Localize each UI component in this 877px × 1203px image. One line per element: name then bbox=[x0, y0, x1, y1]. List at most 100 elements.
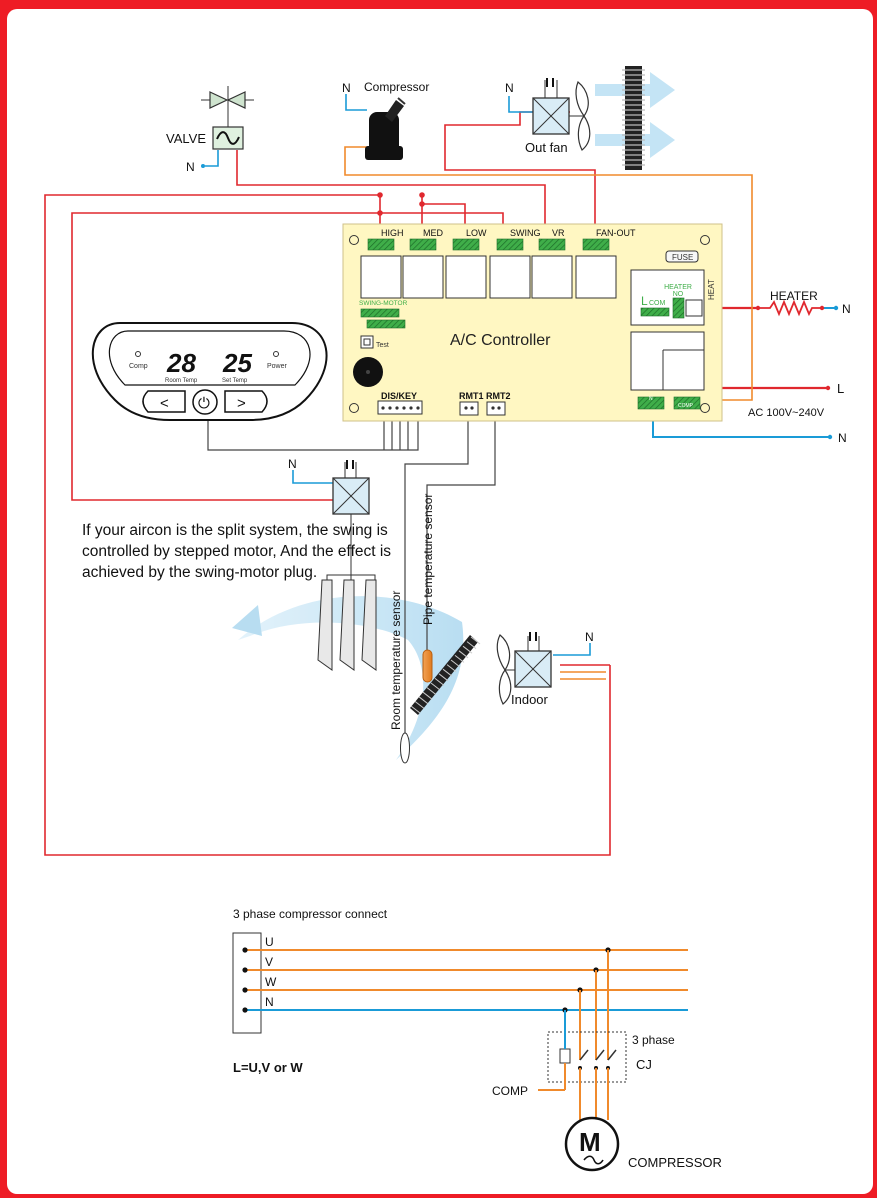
display-cable bbox=[207, 410, 419, 451]
relay-low bbox=[445, 255, 487, 299]
terminal-med bbox=[409, 238, 437, 251]
terminal-label-med: MED bbox=[423, 228, 444, 238]
svg-text:COM: COM bbox=[649, 300, 666, 307]
fuse bbox=[665, 250, 699, 263]
pipe-temperature-sensor: Pipe temperature sensor bbox=[421, 494, 435, 683]
relay-high bbox=[360, 255, 402, 299]
left-button[interactable] bbox=[142, 390, 186, 413]
indoor-label: Indoor bbox=[511, 692, 549, 707]
compressor-motor-label: COMPRESSOR bbox=[628, 1155, 722, 1170]
compressor-n-label: N bbox=[342, 81, 351, 95]
l-com-label: L bbox=[641, 294, 648, 308]
three-phase-title: 3 phase compressor connect bbox=[233, 907, 388, 921]
airflow-swirl bbox=[232, 596, 464, 760]
heater-n-label: N bbox=[842, 302, 851, 316]
terminal-label-swing: SWING bbox=[510, 228, 541, 238]
n-label: N bbox=[838, 431, 847, 445]
indoor-n-label: N bbox=[585, 630, 594, 644]
red-wire-indoor-loop bbox=[44, 194, 611, 856]
set-temp-label: Set Temp bbox=[222, 378, 248, 384]
dis-key-label: DIS/KEY bbox=[381, 391, 417, 401]
room-temp-value: 28 bbox=[166, 348, 196, 378]
terminal-vr bbox=[538, 238, 566, 251]
display-panel: Comp 28 Room Temp 25 Set Temp Power < ⏻ … bbox=[91, 322, 328, 421]
n-terminal-label: N bbox=[649, 396, 653, 402]
heater-no-label: HEATER bbox=[664, 284, 692, 291]
right-button[interactable] bbox=[224, 390, 268, 413]
swing-motor: N bbox=[288, 457, 377, 671]
terminal-low bbox=[452, 238, 480, 251]
ac-range-label: AC 100V~240V bbox=[748, 407, 825, 419]
blue-wire-comp-n bbox=[345, 94, 367, 111]
blue-wire-outfan-n bbox=[508, 96, 533, 113]
phase-label-w: W bbox=[265, 975, 277, 989]
set-temp-value: 25 bbox=[222, 348, 252, 378]
blue-wire-indoor-n bbox=[553, 643, 591, 656]
relay-fan-out bbox=[575, 255, 617, 299]
phase-label-v: V bbox=[265, 955, 273, 969]
relay-vr bbox=[531, 255, 573, 299]
test-label: Test bbox=[376, 342, 389, 349]
comp-label: COMP bbox=[492, 1084, 528, 1098]
fuse-label: FUSE bbox=[672, 253, 693, 262]
room-temperature-sensor: Room temperature sensor bbox=[389, 591, 410, 764]
outfan-label: Out fan bbox=[525, 140, 568, 155]
terminal-high bbox=[367, 238, 395, 251]
comp-indicator-label: Comp bbox=[129, 363, 148, 370]
valve: VALVE N bbox=[166, 86, 254, 174]
heat-label: HEAT bbox=[707, 279, 716, 300]
heater-element: HEATER N bbox=[755, 289, 851, 317]
room-temp-label: Room Temp bbox=[165, 378, 198, 384]
terminal-label-low: LOW bbox=[466, 228, 487, 238]
junction-dots bbox=[377, 192, 425, 216]
terminal-label-high: HIGH bbox=[381, 228, 404, 238]
svg-text:NO: NO bbox=[673, 291, 684, 298]
phase-label-n: N bbox=[265, 995, 274, 1009]
rmt1-label: RMT1 bbox=[459, 391, 484, 401]
orange-wire-comp bbox=[344, 146, 753, 401]
compressor-unit: N Compressor bbox=[342, 80, 429, 160]
rmt2-cable bbox=[426, 415, 496, 650]
compressor-label: Compressor bbox=[364, 80, 429, 94]
comp-terminal-label: COMP bbox=[678, 403, 694, 409]
terminal-label-fan-out: FAN-OUT bbox=[596, 228, 636, 238]
phase-legend: L=U,V or W bbox=[233, 1060, 303, 1075]
cj-label: CJ bbox=[636, 1057, 652, 1072]
power-button[interactable] bbox=[192, 389, 218, 415]
terminal-swing bbox=[496, 238, 524, 251]
power-indicator-label: Power bbox=[267, 363, 288, 370]
l-label: L bbox=[837, 381, 844, 396]
cj-type-label: 3 phase bbox=[632, 1033, 675, 1047]
rmt2-label: RMT2 bbox=[486, 391, 511, 401]
relay-swing bbox=[489, 255, 531, 299]
evaporator-coil bbox=[410, 635, 481, 715]
indoor-fan: N Indoor bbox=[496, 630, 594, 707]
svg-text:>: > bbox=[237, 395, 246, 412]
page-panel bbox=[7, 9, 873, 1194]
terminal-fan-out bbox=[582, 238, 610, 251]
valve-n-label: N bbox=[186, 160, 195, 174]
motor-label: M bbox=[579, 1127, 601, 1157]
blue-wire-swing-n bbox=[292, 470, 337, 484]
red-wire-swing bbox=[71, 212, 504, 501]
board-title: A/C Controller bbox=[450, 332, 551, 349]
power-icon: ⏻ bbox=[198, 395, 210, 412]
out-fan: N Out fan bbox=[505, 78, 591, 155]
red-wire-valve bbox=[236, 150, 546, 240]
relay-med bbox=[402, 255, 444, 299]
blue-wire-valve-n bbox=[205, 150, 219, 167]
heater-label: HEATER bbox=[770, 289, 818, 303]
mains-input: L AC 100V~240V N bbox=[748, 381, 847, 445]
swing-note: If your aircon is the split system, the … bbox=[82, 522, 392, 581]
svg-text:<: < bbox=[160, 395, 169, 412]
swing-motor-label: SWING-MOTOR bbox=[359, 300, 408, 307]
motor-symbol bbox=[564, 1116, 620, 1172]
condenser-coil bbox=[622, 66, 645, 170]
swing-n-label: N bbox=[288, 457, 297, 471]
pipe-sensor-label: Pipe temperature sensor bbox=[421, 494, 435, 625]
phase-label-u: U bbox=[265, 935, 274, 949]
room-sensor-label: Room temperature sensor bbox=[389, 591, 403, 730]
